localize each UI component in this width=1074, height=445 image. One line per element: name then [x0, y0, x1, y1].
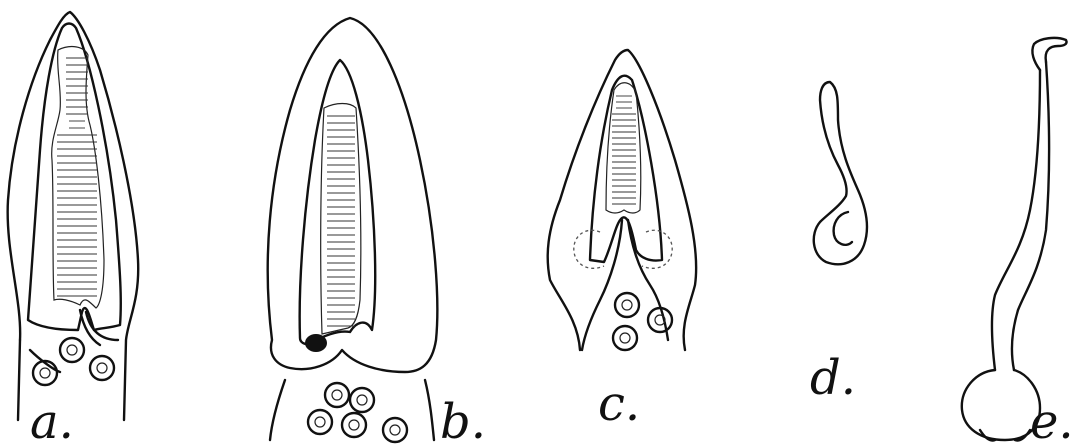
cell-nucleus — [315, 417, 325, 427]
figure-b-hatched-body — [321, 104, 361, 335]
cell-nucleus — [622, 300, 632, 310]
figure-a-label: a. — [30, 394, 74, 445]
cell — [613, 326, 637, 350]
figure-d-inner-coil — [834, 212, 852, 245]
figure-b-cells — [308, 383, 407, 442]
figure-e-stalk-right — [1012, 62, 1049, 370]
figure-c-inner-outline — [590, 76, 662, 262]
figure-a-hatching — [57, 58, 97, 296]
cell — [350, 388, 374, 412]
figure-a-outline — [8, 12, 139, 420]
cell-nucleus — [390, 425, 400, 435]
cell — [648, 308, 672, 332]
figure-b-label: b. — [440, 394, 486, 445]
figure-a: a. — [8, 12, 139, 445]
cell-nucleus — [357, 395, 367, 405]
cell-nucleus — [349, 420, 359, 430]
cell-nucleus — [620, 333, 630, 343]
figure-e-bulb — [962, 370, 1040, 440]
cell-nucleus — [332, 390, 342, 400]
cell — [342, 413, 366, 437]
cell — [308, 410, 332, 434]
figure-c-hatching — [612, 96, 636, 204]
figure-b-hatching — [327, 116, 355, 326]
figure-b-inner-outline — [300, 60, 376, 344]
figure-b-base-lines — [270, 380, 434, 440]
figure-a-cells — [33, 338, 114, 385]
cell — [383, 418, 407, 442]
figure-d-label: d. — [810, 350, 856, 406]
figure-c-dashed-lobe-left — [574, 230, 604, 268]
cell-nucleus — [40, 368, 50, 378]
figure-c: c. — [548, 50, 696, 432]
figure-e-stalk-left — [992, 70, 1040, 370]
figure-b: b. — [268, 18, 486, 445]
cell — [60, 338, 84, 362]
cell — [325, 383, 349, 407]
figure-e: e. — [962, 38, 1074, 445]
figure-b-dark-spot — [305, 334, 327, 352]
figure-d-coiled-outline — [814, 82, 867, 264]
figure-d: d. — [810, 82, 867, 406]
cell — [33, 361, 57, 385]
figure-c-label: c. — [598, 376, 640, 432]
figure-c-dashed-lobe-right — [642, 230, 672, 268]
figure-c-cells — [613, 293, 672, 350]
figure-e-hook — [1032, 38, 1066, 70]
cell — [615, 293, 639, 317]
cell-nucleus — [67, 345, 77, 355]
figure-e-label: e. — [1030, 394, 1074, 445]
cell-nucleus — [97, 363, 107, 373]
cell — [90, 356, 114, 380]
